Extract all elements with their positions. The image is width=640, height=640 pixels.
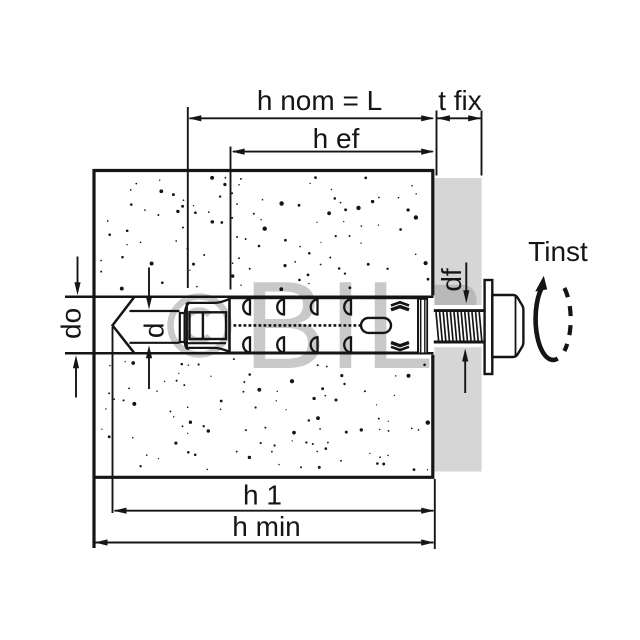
svg-text:do: do: [56, 308, 87, 339]
svg-text:d: d: [139, 323, 170, 339]
svg-text:h min: h min: [232, 511, 300, 542]
svg-text:h 1: h 1: [243, 480, 282, 511]
svg-text:Tinst: Tinst: [528, 236, 588, 267]
svg-text:df: df: [436, 268, 467, 292]
svg-text:t fix: t fix: [438, 85, 482, 116]
svg-text:h ef: h ef: [313, 123, 360, 154]
svg-text:h nom = L: h nom = L: [257, 85, 382, 116]
